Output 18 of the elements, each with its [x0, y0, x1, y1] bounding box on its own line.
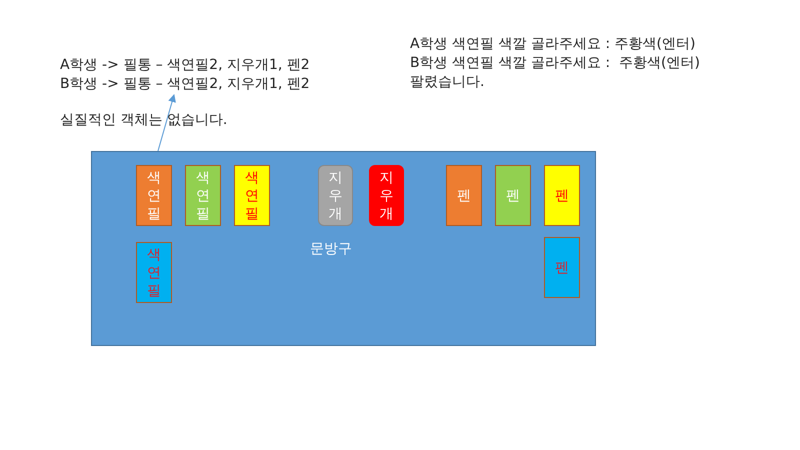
item-card: 색연필: [136, 165, 172, 226]
panel-title: 문방구: [310, 240, 352, 258]
item-card: 펜: [446, 165, 482, 226]
item-card: 색연필: [234, 165, 270, 226]
note-text: A학생 색연필 색깔 골라주세요 : 주황색(엔터): [410, 36, 696, 53]
stationery-store-panel: [91, 151, 596, 346]
item-card: 지우개: [318, 165, 353, 226]
item-card: 색연필: [136, 242, 172, 303]
item-card: 펜: [495, 165, 531, 226]
note-text: B학생 색연필 색깔 골라주세요 : 주황색(엔터): [410, 55, 700, 72]
note-text: 실질적인 객체는 없습니다.: [60, 112, 228, 129]
arrow: [158, 94, 176, 152]
item-card: 펜: [544, 237, 580, 298]
item-card: 색연필: [185, 165, 221, 226]
item-card: 지우개: [369, 165, 404, 226]
note-text: 팔렸습니다.: [410, 74, 484, 91]
text-note: A학생 -> 필통 – 색연필2, 지우개1, 펜2 B학생 -> 필통 – 색연필2, 지우개1, 펜2: [60, 56, 340, 94]
item-card: 펜: [544, 165, 580, 226]
